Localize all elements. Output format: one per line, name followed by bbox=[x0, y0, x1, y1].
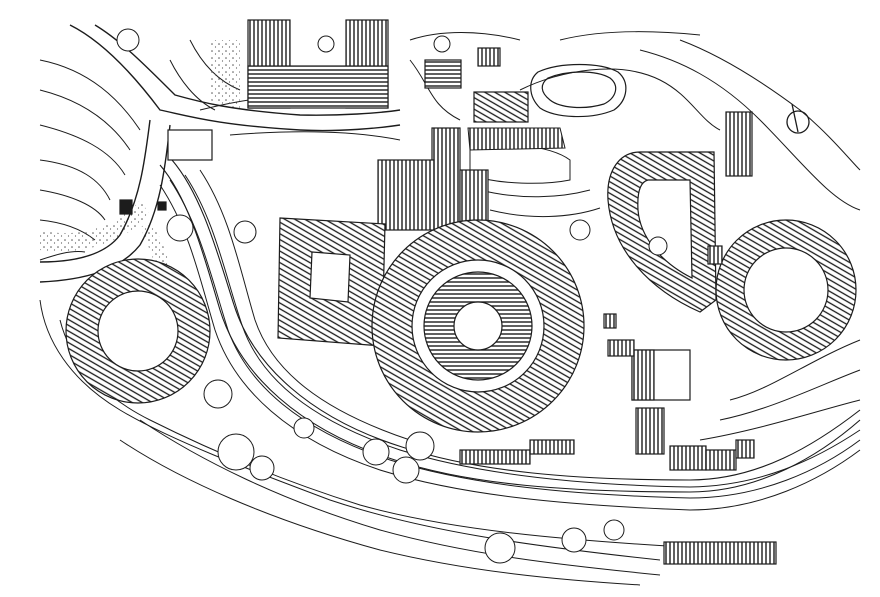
trees bbox=[116, 28, 668, 564]
round-earth-building-east bbox=[715, 219, 857, 361]
south-row-houses bbox=[459, 245, 777, 565]
round-earth-building-west bbox=[65, 258, 211, 404]
square-courtyard-building bbox=[277, 217, 386, 347]
pond bbox=[530, 63, 627, 118]
terraced-fields bbox=[467, 127, 601, 218]
u-shaped-building bbox=[247, 19, 389, 109]
house-cluster-north bbox=[119, 47, 529, 215]
road bbox=[39, 24, 401, 283]
north-arrow-icon bbox=[786, 103, 810, 134]
d-shaped-building bbox=[607, 111, 753, 313]
round-earth-building-central bbox=[371, 219, 585, 433]
